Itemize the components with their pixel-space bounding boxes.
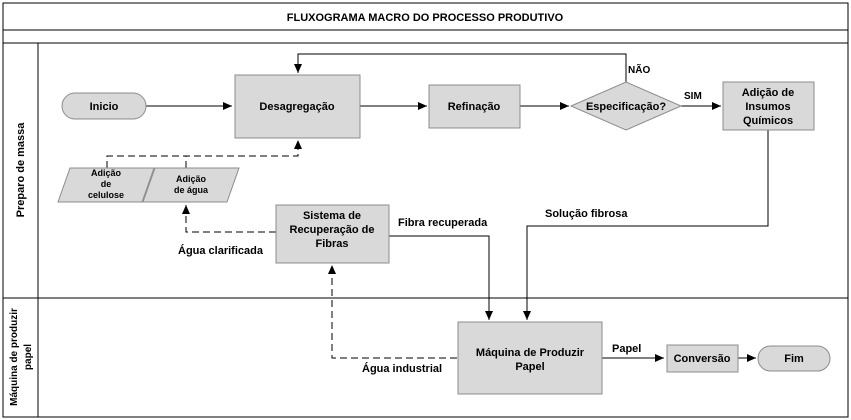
terminator-shape [757,345,831,372]
node-conversao: Conversão [666,344,739,373]
decision-shape [569,81,683,131]
process-shape [275,204,390,264]
process-shape [428,84,521,129]
process-shape [722,81,815,131]
diagram-title: FLUXOGRAMA MACRO DO PROCESSO PRODUTIVO [287,12,564,24]
label-nao: NÃO [628,63,650,76]
input-shape [142,167,240,203]
node-adicao-insumos: Adição de Insumos Químicos [722,81,815,131]
lane-label-preparo: Preparo de massa [15,122,27,218]
edge-especificacao-nao [294,53,627,82]
label-agua-clarificada: Água clarificada [178,244,264,257]
node-fim-label: Fim [784,353,804,365]
node-especificacao: Especificação? [569,81,683,131]
edge-solucao-fibrosa [523,130,769,320]
label-sim: SIM [684,91,702,102]
node-adicao-celulose-line1: Adição [91,168,122,178]
node-conversao-label: Conversão [674,353,731,365]
node-desagregacao-label: Desagregação [259,101,334,113]
label-agua-industrial: Água industrial [362,362,442,375]
node-sistema-line3: Fibras [315,238,348,250]
node-adicao-agua-line1: Adição [176,174,207,184]
node-refinacao: Refinação [428,84,521,129]
node-fim: Fim [757,345,831,372]
node-adicao-insumos-line2: Insumos [745,101,790,113]
node-adicao-insumos-line1: Adição de [742,87,795,99]
node-adicao-agua-line2: de água [174,185,209,195]
node-adicao-celulose-line2: de [101,179,112,189]
node-sistema-line2: Recuperação de [290,224,375,236]
lane-label-maquina-line1: Máquina de produzir [9,308,20,406]
lane-label-maquina-line2: papel [23,344,34,370]
terminator-shape [61,92,147,120]
node-maquina-line2: Papel [515,361,544,373]
node-desagregacao: Desagregação [234,74,361,139]
label-solucao-fibrosa: Solução fibrosa [545,208,628,220]
label-papel: Papel [612,343,641,355]
process-shape [457,321,603,395]
node-inicio: Inicio [61,92,147,120]
node-especificacao-label: Especificação? [586,101,666,113]
label-fibra-recuperada: Fibra recuperada [398,217,488,229]
node-adicao-celulose: Adição de celulose [57,167,155,203]
node-inicio-label: Inicio [90,101,119,113]
edge-agua-clarificada [182,205,276,233]
process-shape [234,74,361,139]
edge-agua-industrial [328,265,457,359]
node-refinacao-label: Refinação [448,101,501,113]
input-shape [57,167,155,203]
node-adicao-celulose-line3: celulose [88,190,124,200]
node-maquina: Máquina de Produzir Papel [457,321,603,395]
node-sistema-recuperacao: Sistema de Recuperação de Fibras [275,204,390,264]
node-adicao-agua: Adição de água [142,167,240,203]
edge-fibra-recuperada [389,235,493,320]
edge-celulose-desagregacao [106,140,302,168]
node-maquina-line1: Máquina de Produzir [476,347,585,359]
node-sistema-line1: Sistema de [303,210,361,222]
node-adicao-insumos-line3: Químicos [743,115,793,127]
process-shape [666,344,739,373]
